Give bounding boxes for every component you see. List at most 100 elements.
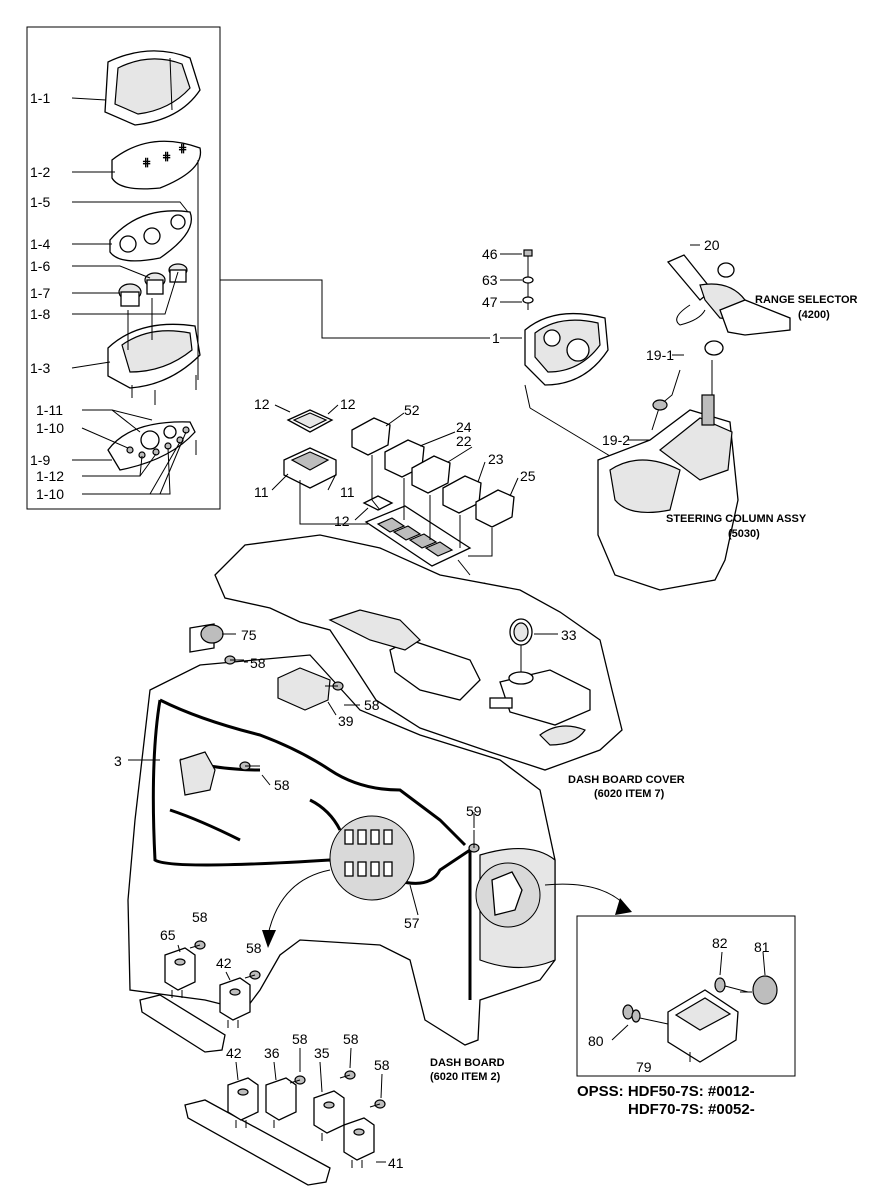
steering-column-note: STEERING COLUMN ASSY xyxy=(666,513,807,525)
callout-41: 41 xyxy=(388,1155,404,1171)
dash-board-ref: (6020 ITEM 2) xyxy=(430,1071,501,1083)
steering-column-part xyxy=(597,360,739,591)
dash-board-note: DASH BOARD xyxy=(430,1057,505,1069)
callout-63: 63 xyxy=(482,272,498,288)
callout-42-a: 42 xyxy=(216,955,232,971)
relay-bracket-upper-part xyxy=(139,994,226,1053)
callout-58-g: 58 xyxy=(343,1031,359,1047)
dash-leaders xyxy=(128,633,475,916)
callout-65: 65 xyxy=(160,927,176,943)
callout-46: 46 xyxy=(482,246,498,262)
bolts-58-on-dash xyxy=(224,655,480,853)
cluster-screws xyxy=(131,375,197,455)
opss-inset-frame xyxy=(576,915,796,1077)
relay-bracket-lower-part xyxy=(184,1099,331,1186)
callout-23: 23 xyxy=(488,451,504,467)
cluster-gauges-part xyxy=(118,263,188,307)
callout-1-9: 1-9 xyxy=(30,452,50,468)
callout-3: 3 xyxy=(114,753,122,769)
opss-screw-82-part xyxy=(714,977,749,993)
callout-19-2: 19-2 xyxy=(602,432,630,448)
callout-1-11: 1-11 xyxy=(36,402,63,418)
svg-text:⋕: ⋕ xyxy=(162,151,171,163)
opss-note-line1: OPSS: HDF50-7S: #0012- xyxy=(577,1083,755,1100)
callout-11-a: 11 xyxy=(254,484,269,500)
bolts-58-upper xyxy=(189,940,261,980)
inset-leader-line xyxy=(220,279,490,339)
callout-58-f: 58 xyxy=(292,1031,308,1047)
opss-detail-circle xyxy=(475,862,541,928)
relay-65-part xyxy=(164,947,196,998)
callout-12-a: 12 xyxy=(254,396,270,412)
callout-1-10-bottom: 1-10 xyxy=(36,486,64,502)
callout-11-b: 11 xyxy=(340,484,355,500)
callout-58-c: 58 xyxy=(274,777,290,793)
callout-80: 80 xyxy=(588,1033,604,1049)
svg-text:⋕: ⋕ xyxy=(178,143,187,155)
range-selector-ref: (4200) xyxy=(798,309,830,321)
callout-35: 35 xyxy=(314,1045,330,1061)
callout-1-5: 1-5 xyxy=(30,194,50,210)
switch-plates-part xyxy=(283,409,394,511)
callout-58-b: 58 xyxy=(364,697,380,713)
flasher-unit-part xyxy=(179,751,216,796)
callout-52: 52 xyxy=(404,402,420,418)
callout-79: 79 xyxy=(636,1059,652,1075)
callout-58-a: 58 xyxy=(250,655,266,671)
callout-1-12: 1-12 xyxy=(36,468,64,484)
dash-cover-ref: (6020 ITEM 7) xyxy=(594,788,665,800)
opss-unit-79-part xyxy=(667,989,739,1063)
callout-arrows xyxy=(262,869,632,948)
callout-33: 33 xyxy=(561,627,577,643)
cluster-housing-part xyxy=(107,160,201,389)
callout-1-2: 1-2 xyxy=(30,164,50,180)
callout-58-d: 58 xyxy=(192,909,208,925)
cluster-inset-frame xyxy=(26,26,221,510)
callout-1-8: 1-8 xyxy=(30,306,50,322)
cluster-panel-part xyxy=(109,210,192,262)
opss-lamp-81-part xyxy=(740,975,778,1005)
callout-1: 1 xyxy=(492,330,500,346)
callout-1-1: 1-1 xyxy=(30,90,50,106)
callout-39: 39 xyxy=(338,713,354,729)
callout-1-6: 1-6 xyxy=(30,258,50,274)
relay-35-part xyxy=(313,1090,345,1141)
callout-22: 22 xyxy=(456,433,472,449)
opss-screw-80-part xyxy=(622,1004,669,1025)
svg-text:⋕: ⋕ xyxy=(142,157,151,169)
callout-12-b: 12 xyxy=(340,396,356,412)
callout-24: 24 xyxy=(456,419,472,435)
cluster-circuit-board-part xyxy=(107,421,196,471)
relay-42-upper-part xyxy=(219,977,251,1028)
callout-1-3: 1-3 xyxy=(30,360,50,376)
cluster-lens-part: ⋕ ⋕ ⋕ xyxy=(111,140,202,190)
callout-58-e: 58 xyxy=(246,940,262,956)
relay-box-39-part xyxy=(277,667,331,711)
callout-58-h: 58 xyxy=(374,1057,390,1073)
callout-20: 20 xyxy=(704,237,720,253)
range-selector-note: RANGE SELECTOR xyxy=(755,294,858,306)
gauge-33-part xyxy=(508,618,534,685)
callout-42-b: 42 xyxy=(226,1045,242,1061)
wiring-harness-part xyxy=(151,698,472,1000)
callout-75: 75 xyxy=(241,627,257,643)
relay-41-part xyxy=(343,1117,375,1168)
callout-81: 81 xyxy=(754,939,770,955)
dash-cover-note: DASH BOARD COVER xyxy=(568,774,685,786)
cluster-bezel-part xyxy=(104,50,201,126)
callout-57: 57 xyxy=(404,915,420,931)
dash-board-cover-part xyxy=(214,534,623,771)
callout-1-4: 1-4 xyxy=(30,236,50,252)
callout-36: 36 xyxy=(264,1045,280,1061)
callout-19-1: 19-1 xyxy=(646,347,674,363)
inset-leaders xyxy=(71,97,189,495)
opss-note-line2: HDF70-7S: #0052- xyxy=(628,1101,755,1118)
callout-59: 59 xyxy=(466,803,482,819)
relay-42-lower-part xyxy=(227,1077,259,1128)
relay-36-part xyxy=(265,1077,297,1128)
callout-82: 82 xyxy=(712,935,728,951)
bolts-58-lower xyxy=(289,1070,386,1109)
callout-25: 25 xyxy=(520,468,536,484)
switch-panel-part xyxy=(364,505,472,567)
